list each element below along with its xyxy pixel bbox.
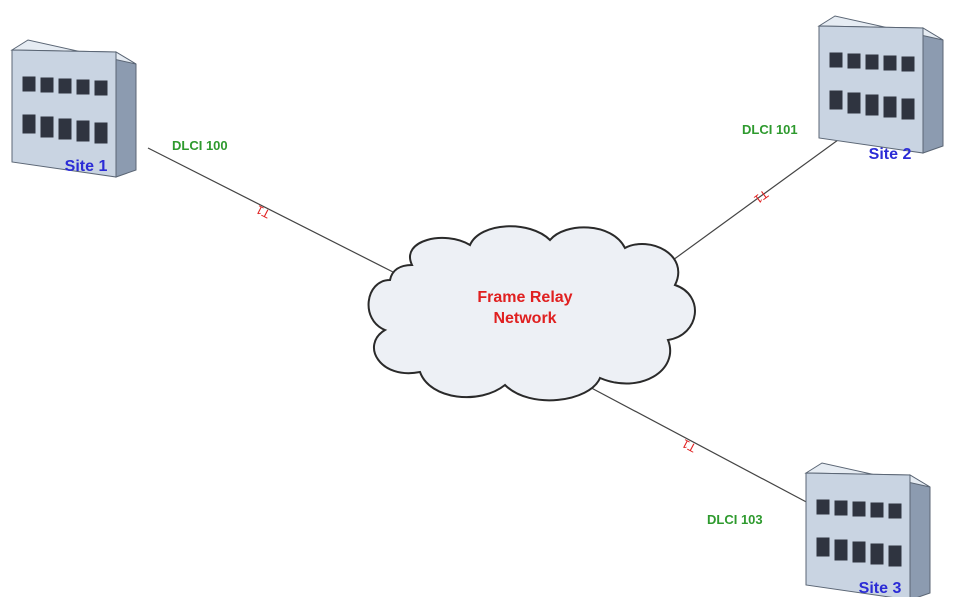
link-label-site-1: T1 (253, 202, 272, 221)
dlci-label-site-3: DLCI 103 (707, 512, 763, 527)
cloud-label-line-1: Frame Relay (477, 289, 572, 306)
link-line-site-1 (147, 147, 394, 273)
cloud-icon (367, 225, 696, 402)
link-label-site-3: T1 (679, 436, 698, 455)
cloud-label-line-2: Network (493, 310, 556, 327)
dlci-label-site-2: DLCI 101 (742, 122, 798, 137)
building-icon (818, 15, 944, 154)
site-label-3: Site 3 (859, 580, 902, 597)
site-label-2: Site 2 (869, 146, 912, 163)
link-line-site-3 (581, 382, 813, 506)
building-icon (805, 462, 931, 597)
link-label-site-2: T1 (751, 187, 771, 207)
site-label-1: Site 1 (65, 158, 108, 175)
link-line-site-2 (661, 123, 861, 269)
building-icon (11, 39, 137, 178)
dlci-label-site-1: DLCI 100 (172, 138, 228, 153)
